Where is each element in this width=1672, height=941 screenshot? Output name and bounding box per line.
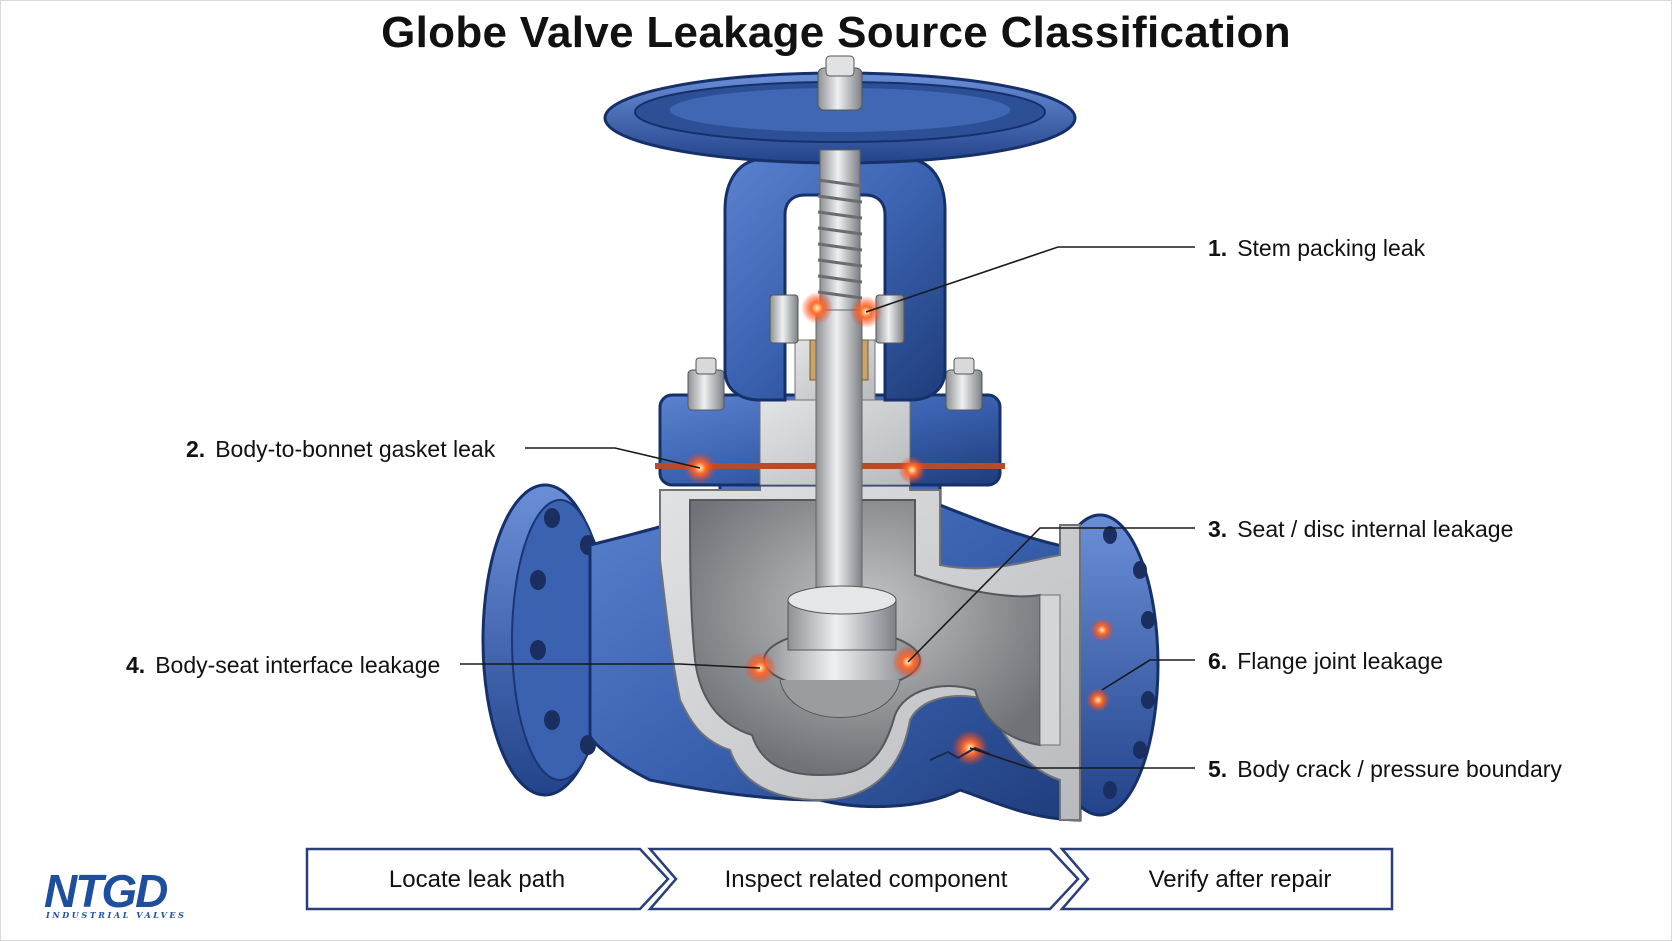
handwheel [603,55,1077,165]
callout-number: 6. [1208,648,1228,674]
leader-line-4 [460,663,761,669]
callout-body-crack-pressure-boundary: 5. Body crack / pressure boundary [1208,755,1562,783]
leader-line-2 [525,447,701,469]
diagram-title: Globe Valve Leakage Source Classificatio… [381,8,1291,57]
bonnet-bolts [687,357,983,411]
callout-flange-joint-leakage: 6. Flange joint leakage [1208,647,1443,675]
valve-disc [763,585,921,718]
company-logo: NTGD INDUSTRIAL VALVES [44,865,194,920]
leak-point-markers [684,292,1114,766]
process-step-shape-1 [305,847,670,911]
logo-tagline: INDUSTRIAL VALVES [46,910,187,920]
callout-number: 5. [1208,756,1228,782]
leader-line-1 [865,246,1195,313]
callout-text: Seat / disc internal leakage [1237,516,1514,542]
process-arrow-bar [305,847,1394,911]
logo-mark: NTGD [44,865,168,917]
callout-number: 1. [1208,235,1228,261]
callout-body-to-bonnet-gasket-leak: 2. Body-to-bonnet gasket leak [186,435,495,463]
callout-text: Stem packing leak [1237,235,1426,261]
callout-body-seat-interface-leakage: 4. Body-seat interface leakage [126,651,440,679]
leader-line-6 [1101,659,1195,691]
process-step-shape-2 [647,847,1080,911]
gland-bolts [769,294,905,344]
callout-text: Body-to-bonnet gasket leak [215,436,496,462]
callout-leader-lines [460,246,1195,769]
callout-seat-disc-internal-leakage: 3. Seat / disc internal leakage [1208,515,1513,543]
callout-stem-packing-leak: 1. Stem packing leak [1208,234,1425,262]
callout-text: Body crack / pressure boundary [1237,756,1562,782]
leak-glow-flange-upper [1090,618,1114,642]
leader-line-5 [969,747,1195,769]
leak-glow-gasket-right [898,456,926,484]
callout-text: Flange joint leakage [1237,648,1444,674]
callout-number: 2. [186,436,206,462]
callout-text: Body-seat interface leakage [155,652,441,678]
leak-glow-flange-lower [1086,688,1110,712]
body-crack-line [929,746,991,761]
callout-number: 4. [126,652,146,678]
valve-stem [809,149,869,591]
leak-glow-stem-packing-left [801,292,833,324]
callout-number: 3. [1208,516,1228,542]
process-step-shape-3 [1059,847,1394,911]
leader-line-3 [907,527,1195,663]
